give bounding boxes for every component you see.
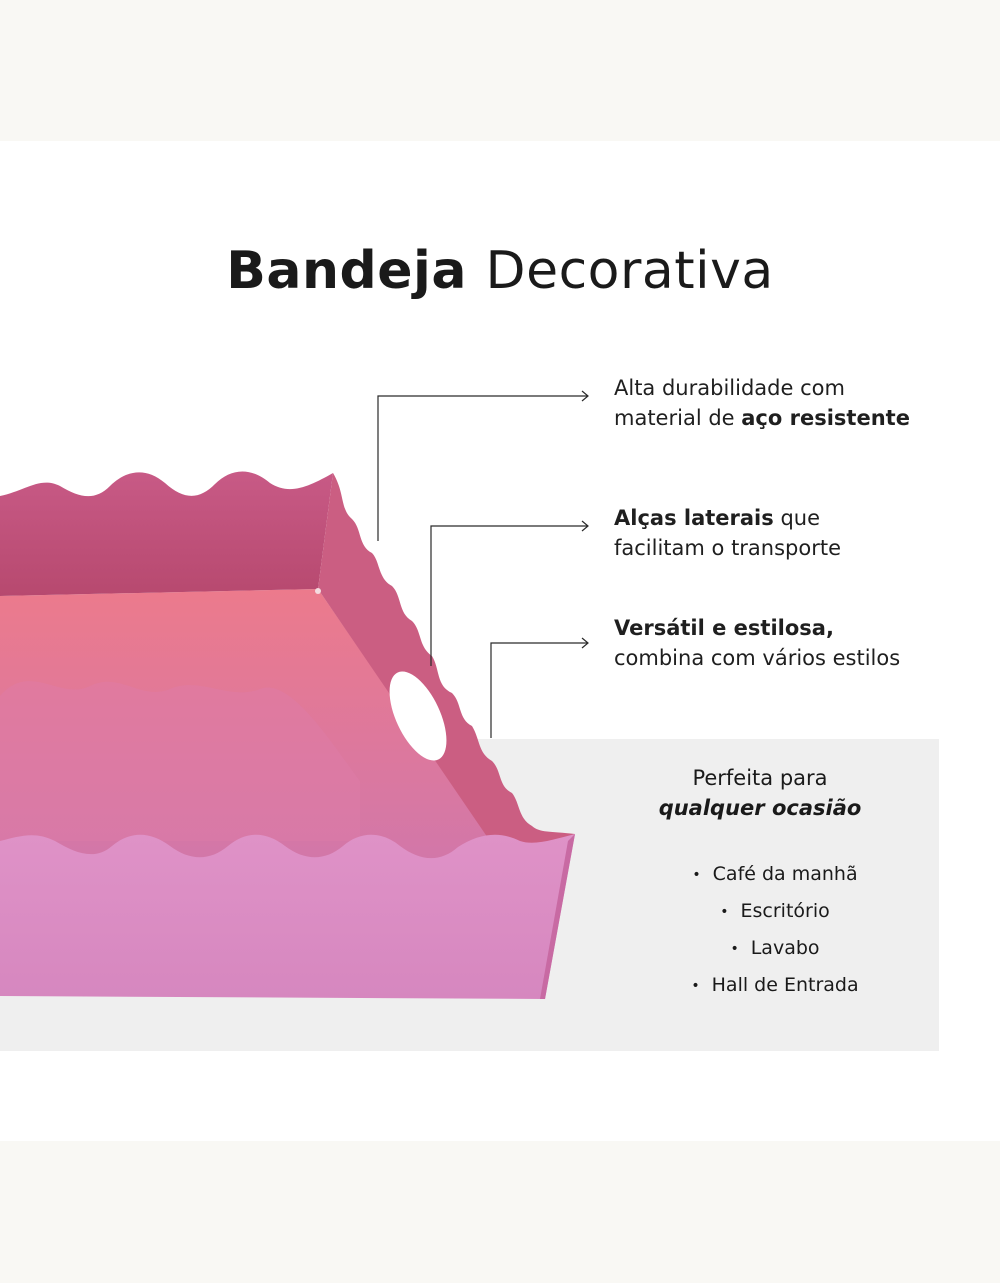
tray-back-wall [0, 471, 333, 596]
feature-handles-line1: Alças laterais que [614, 506, 821, 530]
arrowhead-versatile [581, 637, 589, 649]
callout-line-versatile [490, 642, 588, 738]
tray-floor-reflection [0, 681, 360, 841]
occasion-list: •Café da manhã •Escritório •Lavabo •Hall… [600, 859, 950, 1007]
list-item: •Escritório [720, 900, 830, 922]
callout-lines [377, 390, 589, 738]
arrowhead-durability [581, 390, 589, 402]
product-canvas: Bandeja Decorativa [0, 141, 1000, 1141]
feature-handles: Alças laterais que facilitam o transport… [614, 503, 974, 563]
feature-durability: Alta durabilidade com material de aço re… [614, 373, 974, 433]
bullet-icon: • [692, 866, 701, 883]
tray-floor [0, 589, 505, 861]
feature-versatile-line2: combina com vários estilos [614, 646, 901, 670]
bullet-icon: • [730, 940, 739, 957]
feature-versatile-line1: Versátil e estilosa, [614, 616, 834, 640]
tray-side-wall [318, 473, 575, 863]
occasion-emphasis: qualquer ocasião [658, 796, 862, 820]
feature-durability-line2: material de aço resistente [614, 406, 910, 430]
arrowhead-handles [581, 520, 589, 532]
rivet [315, 588, 321, 594]
occasion-title: Perfeita para [692, 766, 828, 790]
list-item: •Hall de Entrada [691, 974, 859, 996]
occasion-heading: Perfeita para qualquer ocasião [600, 763, 920, 823]
bullet-icon: • [691, 977, 700, 994]
tray-front-wall [0, 834, 575, 999]
page-title: Bandeja Decorativa [0, 241, 1000, 301]
tray-front-edge [540, 834, 575, 999]
feature-versatile: Versátil e estilosa, combina com vários … [614, 613, 974, 673]
list-item: •Lavabo [730, 937, 820, 959]
bullet-icon: • [720, 903, 729, 920]
list-item: •Café da manhã [692, 863, 858, 885]
title-regular: Decorativa [485, 241, 774, 301]
tray-illustration [0, 390, 589, 999]
title-bold: Bandeja [226, 241, 467, 301]
callout-line-handles [430, 525, 588, 666]
handle-cutout [389, 671, 447, 761]
feature-handles-line2: facilitam o transporte [614, 536, 842, 560]
callout-line-durability [377, 395, 588, 541]
feature-durability-line1: Alta durabilidade com [614, 376, 845, 400]
